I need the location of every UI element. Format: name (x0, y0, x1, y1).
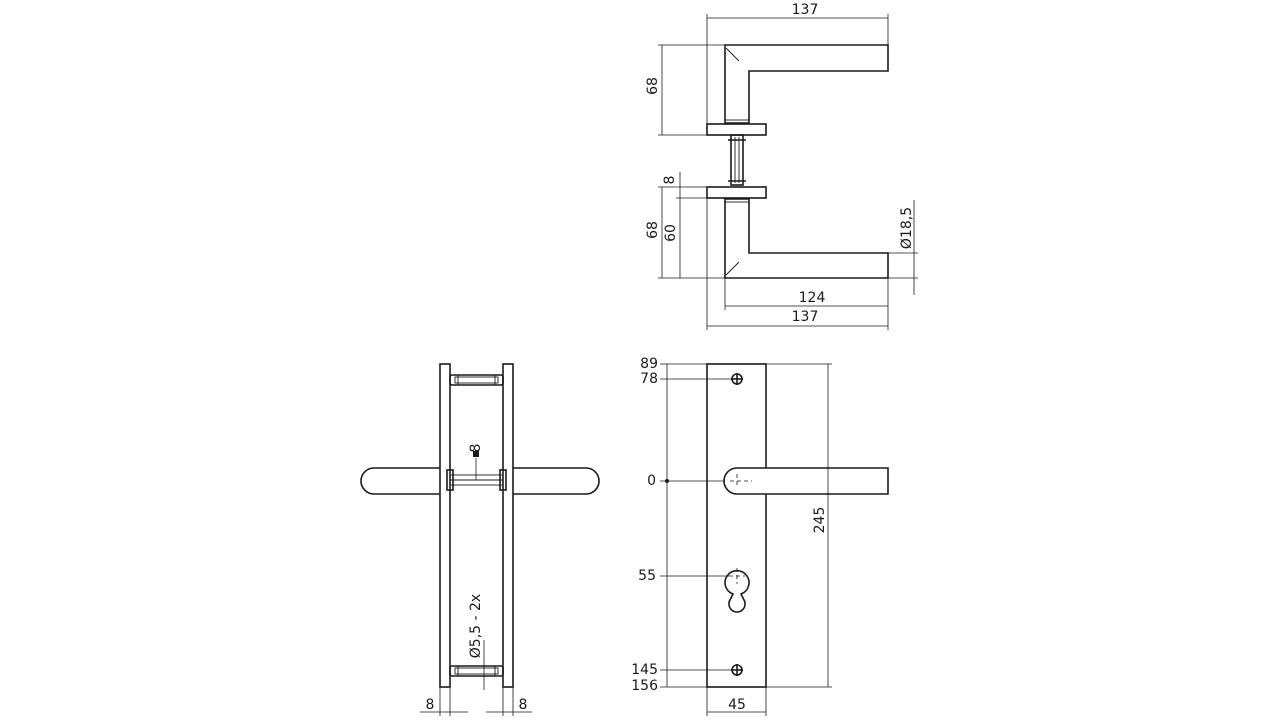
lower-rose (706, 186, 767, 199)
dim-156: 156 (631, 678, 658, 694)
dim-plate-left-8: 8 (426, 697, 435, 713)
dim-68-lower: 68 (645, 221, 661, 239)
front-plate (706, 363, 767, 688)
dim-137-bottom: 137 (792, 309, 819, 325)
front-view: 89 78 0 55 145 156 245 45 (631, 356, 889, 716)
bottom-screw-icon (731, 664, 743, 676)
dim-55: 55 (638, 568, 656, 584)
dim-plate-right-8: 8 (519, 697, 528, 713)
top-view: 137 68 8 68 60 Ø18,5 124 137 (645, 2, 918, 330)
dim-78: 78 (640, 371, 658, 387)
dim-60: 60 (663, 224, 679, 242)
dim-diameter-18-5: Ø18,5 (899, 207, 915, 249)
screw-top (449, 374, 504, 386)
dim-screw-holes: Ø5,5 - 2x (468, 594, 484, 658)
front-handle (723, 467, 889, 495)
left-handle (360, 467, 440, 495)
dim-45: 45 (728, 697, 746, 713)
dim-0: 0 (647, 473, 656, 489)
side-view: 8 Ø5,5 - 2x 8 8 (360, 363, 600, 716)
dim-89: 89 (640, 356, 658, 372)
upper-lever (724, 44, 889, 124)
dim-68-upper: 68 (645, 77, 661, 95)
dim-145: 145 (631, 662, 658, 678)
right-plate (502, 363, 514, 688)
top-screw-icon (731, 373, 743, 385)
screw-bottom (449, 665, 504, 677)
cylinder-hole-icon (724, 569, 750, 613)
dim-137-top: 137 (792, 2, 819, 18)
spindle (728, 134, 746, 186)
dim-124: 124 (799, 290, 826, 306)
upper-rose (706, 123, 767, 136)
right-handle (513, 467, 600, 495)
dim-8-gap: 8 (662, 176, 678, 185)
square-spindle-icon (473, 451, 479, 457)
dim-245: 245 (812, 507, 828, 534)
dim-spindle-8: 8 (468, 444, 484, 453)
lower-lever (724, 198, 889, 279)
left-plate (439, 363, 451, 688)
